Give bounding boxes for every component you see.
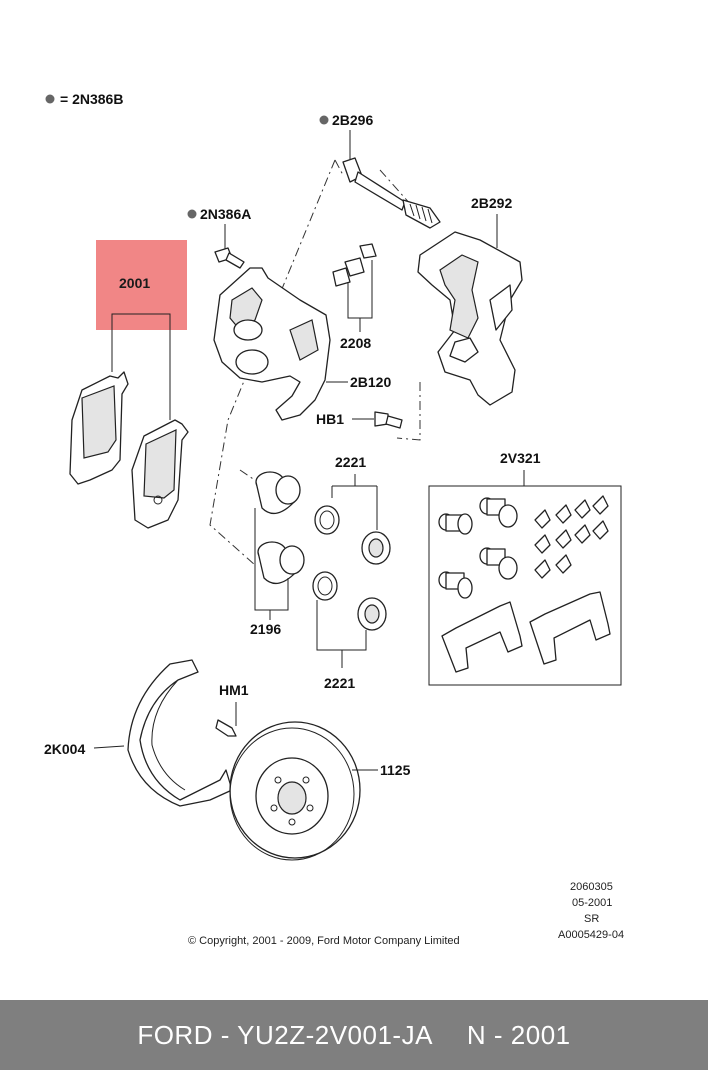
bolt-2N386A: 2N386A xyxy=(187,206,251,269)
label-2K004: 2K004 xyxy=(44,741,85,757)
label-2208: 2208 xyxy=(340,335,371,351)
screw-HM1: HM1 xyxy=(215,682,249,737)
brake-rotor-1125: 1125 xyxy=(229,721,411,861)
info-line-3: SR xyxy=(584,913,599,925)
label-2221-bottom: 2221 xyxy=(324,675,355,691)
label-2221-top: 2221 xyxy=(335,454,366,470)
label-HB1: HB1 xyxy=(316,411,344,427)
brake-pads-2001: 2001 xyxy=(69,275,189,529)
legend-label: = 2N386B xyxy=(60,91,123,107)
info-line-2: 05-2001 xyxy=(572,897,612,909)
pistons-and-seals: 2221 2196 2221 xyxy=(250,454,391,691)
label-2B296: 2B296 xyxy=(332,112,373,128)
brake-parts-diagram: = 2N386B 2B296 2N386A 2B292 2001 xyxy=(44,91,624,947)
footer-part-number: FORD - YU2Z-2V001-JA xyxy=(137,1019,433,1050)
copyright-text: © Copyright, 2001 - 2009, Ford Motor Com… xyxy=(188,935,460,947)
hardware-kit-2V321: 2V321 xyxy=(428,450,622,686)
footer-reference: N - 2001 xyxy=(466,1019,571,1050)
bleeder-screw-2208: 2208 xyxy=(332,243,377,351)
legend-bullet-icon xyxy=(45,94,55,104)
info-line-1: 2060305 xyxy=(570,881,613,893)
anchor-bracket-2B292: 2B292 xyxy=(417,195,523,406)
guide-pin-2B296: 2B296 xyxy=(319,112,441,229)
info-line-4: A0005429-04 xyxy=(558,929,624,941)
label-2001: 2001 xyxy=(119,275,150,291)
caliper-2B120: 2B120 xyxy=(213,267,391,421)
label-2B120: 2B120 xyxy=(350,374,391,390)
label-HM1: HM1 xyxy=(219,682,249,698)
label-2N386A: 2N386A xyxy=(200,206,251,222)
label-2V321: 2V321 xyxy=(500,450,541,466)
bolt-HB1: HB1 xyxy=(316,411,403,429)
label-2196: 2196 xyxy=(250,621,281,637)
label-2B292: 2B292 xyxy=(471,195,512,211)
label-1125: 1125 xyxy=(380,762,411,778)
footer-bar: FORD - YU2Z-2V001-JA N - 2001 xyxy=(0,1000,708,1070)
splash-shield-2K004: 2K004 xyxy=(44,659,233,807)
highlight-box-2001 xyxy=(96,240,187,330)
